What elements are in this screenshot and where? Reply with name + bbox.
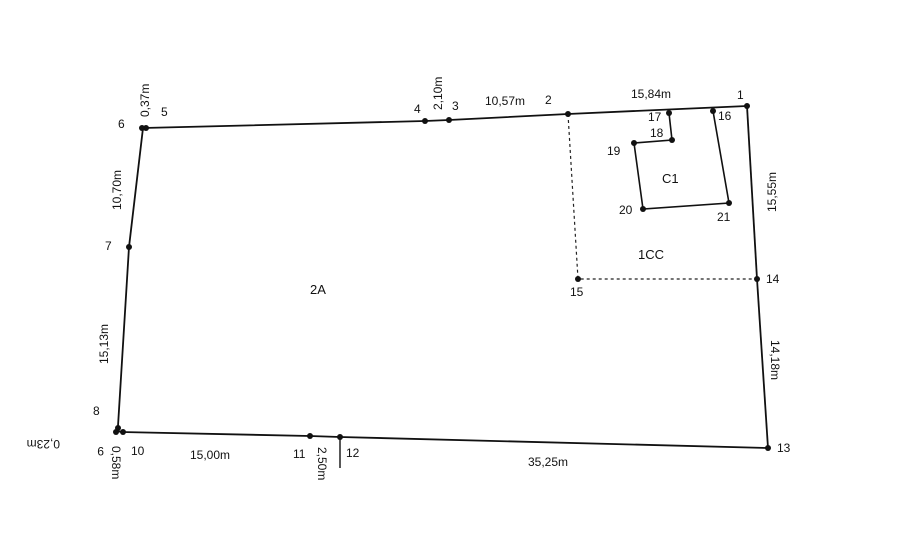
dimension-top-10-57m: 10,57m — [485, 94, 525, 108]
point-label-19: 19 — [607, 144, 621, 158]
dimension-top-2-10m: 2,10m — [431, 77, 445, 110]
point-label-11: 11 — [293, 447, 306, 461]
dimension-right-14-18m: 14,18m — [768, 340, 782, 380]
area-label-2a: 2A — [310, 282, 326, 297]
dimension-bottom-0-58m: 0,58m — [109, 446, 123, 479]
area-label-1cc: 1CC — [638, 247, 664, 262]
vertex-markers — [113, 103, 771, 451]
vertex-15 — [575, 276, 581, 282]
point-label-14: 14 — [766, 272, 780, 286]
vertex-9 — [113, 429, 119, 435]
dimension-left-0-23m: 0,23m — [27, 437, 60, 451]
point-label-7: 7 — [105, 239, 112, 253]
vertex-2 — [565, 111, 571, 117]
boundary-right-upper — [746, 105, 758, 280]
vertex-20 — [640, 206, 646, 212]
point-label-5: 5 — [161, 105, 168, 119]
point-label-12: 12 — [346, 446, 360, 460]
dimension-left-15-13m: 15,13m — [97, 324, 111, 364]
vertex-18 — [669, 137, 675, 143]
vertex-16 — [710, 108, 716, 114]
point-label-9: 9 — [97, 444, 104, 458]
vertex-14 — [754, 276, 760, 282]
point-label-3: 3 — [452, 99, 459, 113]
vertex-4 — [422, 118, 428, 124]
vertex-17 — [666, 110, 672, 116]
subdivision-1cc — [567, 113, 757, 280]
point-label-1: 1 — [737, 88, 744, 102]
dimension-bottom-35-25m: 35,25m — [528, 455, 568, 469]
point-label-15: 15 — [570, 285, 584, 299]
point-label-2: 2 — [545, 93, 552, 107]
vertex-12 — [337, 434, 343, 440]
dimension-bottom-15-00m: 15,00m — [190, 448, 230, 462]
vertex-19 — [631, 140, 637, 146]
dimension-bottom-2-50m: 2,50m — [315, 447, 329, 480]
point-label-4: 4 — [414, 102, 421, 116]
dimension-labels: 15,84m 10,57m 2,10m 0,37m 10,70m 15,13m … — [27, 77, 782, 481]
dimension-top-0-37m: 0,37m — [138, 84, 152, 117]
dimension-right-15-55m: 15,55m — [765, 172, 779, 212]
boundary-right-lower — [756, 278, 769, 449]
vertex-11 — [307, 433, 313, 439]
point-label-20: 20 — [619, 203, 633, 217]
vertex-6 — [139, 125, 145, 131]
building-c1 — [633, 110, 730, 210]
boundary-bottom — [115, 430, 769, 449]
point-label-17: 17 — [648, 110, 662, 124]
dimension-top-15-84m: 15,84m — [631, 87, 671, 101]
dimension-left-10-70m: 10,70m — [110, 170, 124, 210]
point-label-10: 10 — [131, 444, 145, 458]
area-label-c1: C1 — [662, 171, 679, 186]
point-label-18: 18 — [650, 126, 664, 140]
vertex-10 — [120, 429, 126, 435]
point-labels: 1 2 3 4 5 6 7 8 9 10 11 12 13 14 15 16 1… — [93, 88, 791, 461]
vertex-21 — [726, 200, 732, 206]
point-label-6: 6 — [118, 117, 125, 131]
vertex-7 — [126, 244, 132, 250]
vertex-13 — [765, 445, 771, 451]
point-label-8: 8 — [93, 404, 100, 418]
point-label-13: 13 — [777, 441, 791, 455]
point-label-21: 21 — [717, 210, 731, 224]
vertex-3 — [446, 117, 452, 123]
point-label-16: 16 — [718, 109, 732, 123]
vertex-1 — [744, 103, 750, 109]
